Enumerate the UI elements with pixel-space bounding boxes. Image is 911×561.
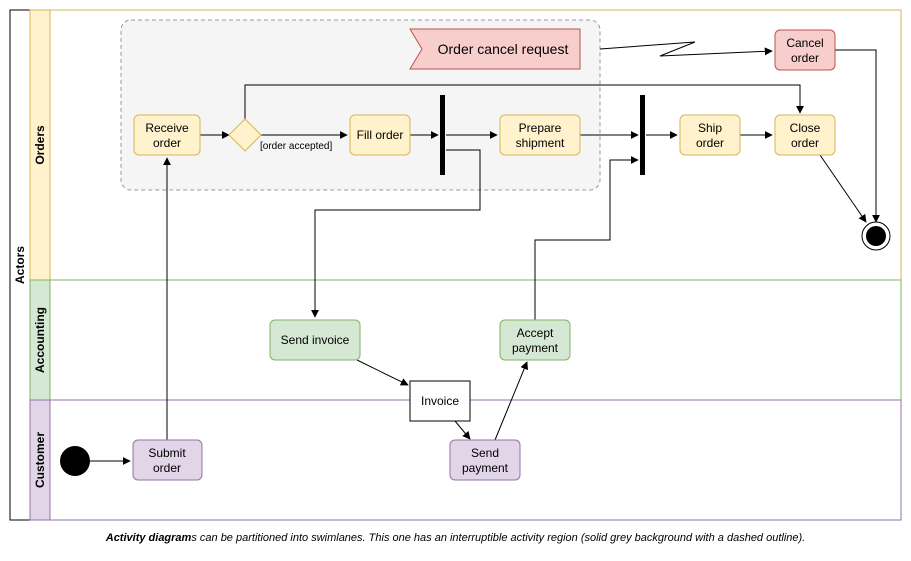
lane-customer-header [29,399,51,521]
final-node [861,221,891,251]
node-send-payment: Send payment [449,439,521,481]
lane-accounting-body [49,279,902,401]
lane-accounting-label: Accounting [33,307,47,373]
edge-close-to-end [819,154,867,223]
order-cancel-request-signal [409,28,581,70]
decision-node [228,118,262,152]
fork-bar [440,95,445,175]
caption-bold: Activity diagram [105,532,192,544]
receive-order-line1: Receive [145,121,189,135]
accept-payment-line2: payment [512,341,559,355]
edge-sendpayment-to-accept [494,361,528,441]
receive-order-line2: order [153,136,181,150]
lane-customer-label: Customer [33,432,47,488]
edge-decision-to-close [244,84,804,119]
fill-order-label: Fill order [357,128,404,142]
node-receive-order: Receive order [133,114,201,156]
send-payment-line2: payment [462,461,509,475]
node-close-order: Close order [774,114,836,156]
node-cancel-order: Cancel order [774,29,836,71]
ship-order-line2: order [696,136,724,150]
order-cancel-request-label: Order cancel request [438,41,569,57]
cancel-order-line2: order [791,51,819,65]
edge-fork-to-invoice [311,149,481,318]
node-fill-order: Fill order [349,114,411,156]
edge-cancel-to-end [835,49,880,223]
pool-label: Actors [13,246,27,284]
prepare-shipment-line2: shipment [516,136,565,150]
initial-node [60,446,90,476]
prepare-shipment-line1: Prepare [519,121,562,135]
edge-payment-to-join [534,156,639,320]
figure-caption: Activity diagrams can be partitioned int… [0,532,911,544]
node-ship-order: Ship order [679,114,741,156]
submit-order-line1: Submit [148,446,186,460]
node-accept-payment: Accept payment [499,319,571,361]
edge-invoice-to-sendpayment [454,420,471,440]
close-order-line1: Close [790,121,821,135]
close-order-line2: order [791,136,819,150]
object-node-invoice: Invoice [409,380,471,422]
submit-order-line2: order [153,461,181,475]
node-prepare-shipment: Prepare shipment [499,114,581,156]
node-submit-order: Submit order [132,439,203,481]
edge-interrupt [599,41,773,57]
accept-payment-line1: Accept [517,326,554,340]
send-invoice-label: Send invoice [281,333,350,347]
caption-rest: s can be partitioned into swimlanes. Thi… [191,532,806,544]
cancel-order-line1: Cancel [786,36,823,50]
ship-order-line1: Ship [698,121,722,135]
send-payment-line1: Send [471,446,499,460]
guard-order-accepted: [order accepted] [260,141,332,152]
edge-sendinvoice-to-invoice [356,359,409,386]
join-bar [640,95,645,175]
node-send-invoice: Send invoice [269,319,361,361]
invoice-label: Invoice [421,394,459,408]
lane-orders-label: Orders [33,125,47,165]
